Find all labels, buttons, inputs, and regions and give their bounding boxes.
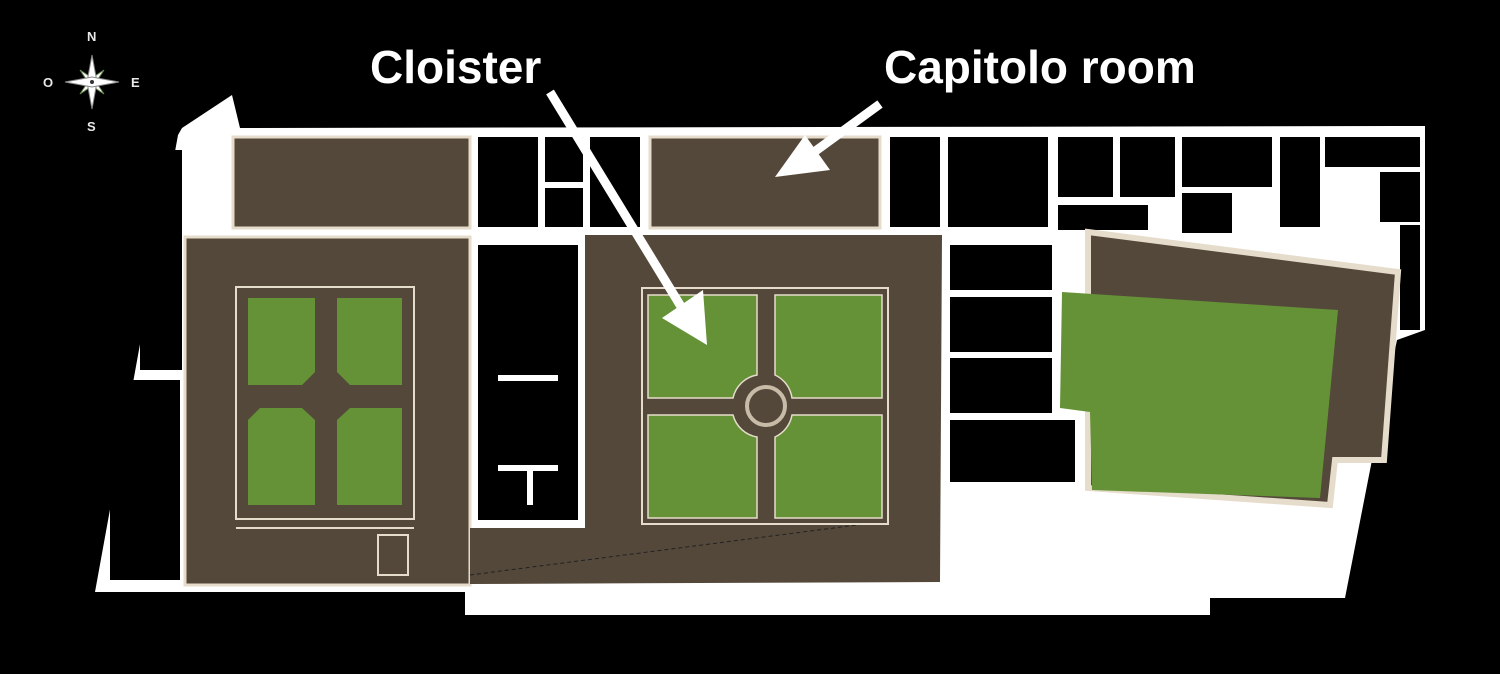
central-cloister <box>469 235 942 584</box>
west-cloister <box>183 235 472 587</box>
compass-rose-icon <box>64 54 120 110</box>
east-courtyard <box>1060 228 1402 509</box>
north-hall <box>231 135 472 230</box>
compass-east: E <box>131 75 140 90</box>
cloister-label: Cloister <box>370 41 542 93</box>
rooms <box>110 137 1420 580</box>
cloister-arrow <box>546 89 707 345</box>
capitolo-arrow <box>775 100 883 177</box>
capitolo-room-label: Capitolo room <box>884 41 1196 93</box>
compass-south: S <box>87 119 96 134</box>
compass-west: O <box>43 75 54 90</box>
capitolo-room-area <box>648 135 882 230</box>
compass-north: N <box>87 29 97 44</box>
